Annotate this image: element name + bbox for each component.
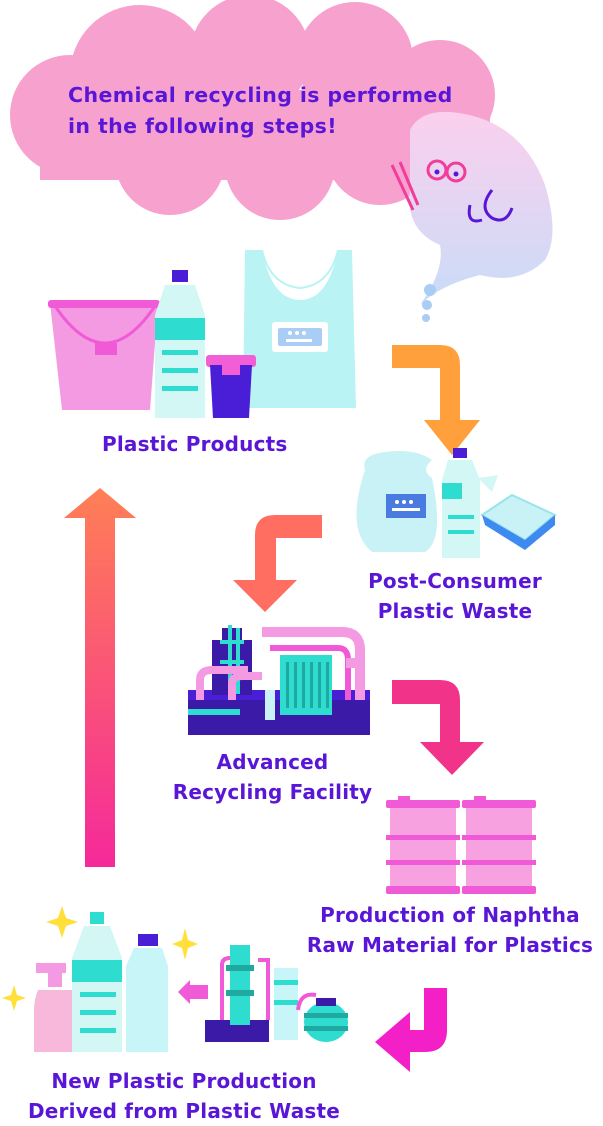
ghost-mascot-icon — [390, 111, 553, 322]
arrow-coral — [233, 515, 322, 612]
arrow-up-large — [64, 488, 136, 867]
speech-cloud — [10, 0, 495, 220]
step-new-plastic-label: New Plastic Production Derived from Plas… — [27, 1069, 341, 1123]
speech-bubble-text: Chemical recycling is performed in the f… — [68, 80, 453, 142]
arrow-magenta — [375, 988, 447, 1072]
speech-line-1: Chemical recycling is performed — [68, 83, 453, 107]
speech-line-2: in the following steps! — [68, 114, 338, 138]
arrow-pink — [392, 680, 484, 775]
plastic-products-illustration — [48, 249, 356, 418]
post-consumer-waste-illustration — [356, 448, 557, 558]
step-recycling-facility-label: Advanced Recycling Facility — [172, 750, 373, 804]
recycling-facility-illustration — [188, 625, 370, 735]
step-post-consumer-label: Post-Consumer Plastic Waste — [368, 569, 542, 623]
step-plastic-products-label: Plastic Products — [102, 432, 288, 456]
new-plastic-illustration — [2, 906, 348, 1052]
arrow-orange — [392, 345, 480, 455]
step-naphtha-label: Production of Naphtha Raw Material for P… — [306, 903, 594, 957]
naphtha-drums-illustration — [386, 796, 536, 894]
